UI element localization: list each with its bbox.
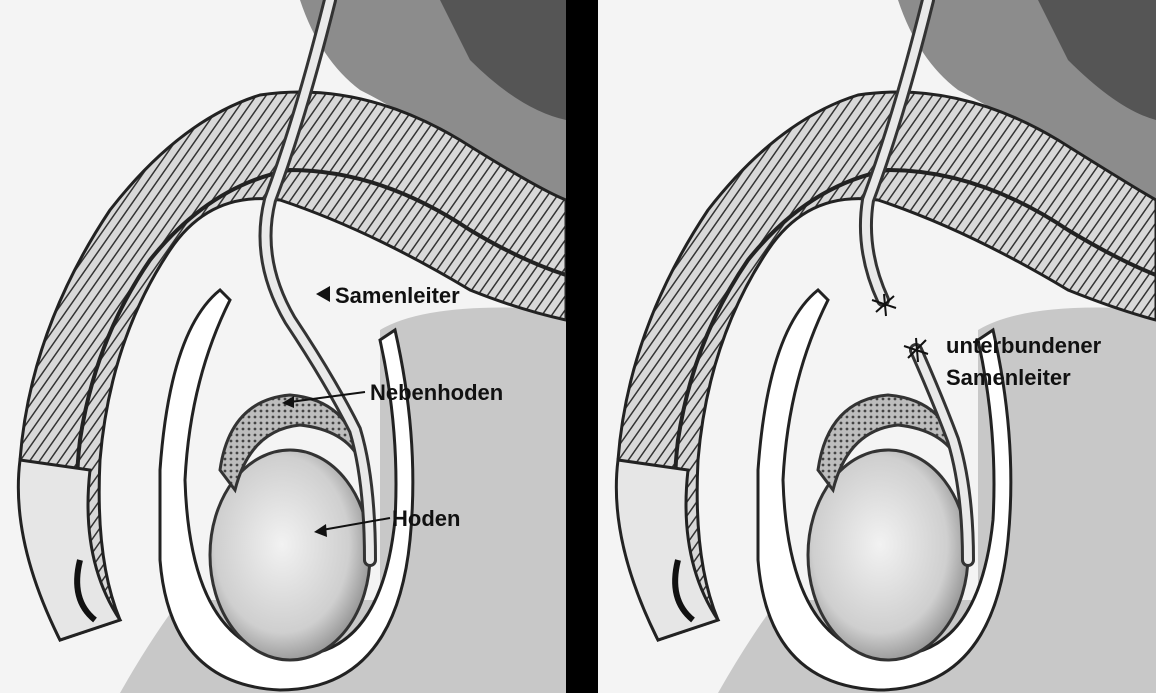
panel-divider xyxy=(566,0,598,693)
left-anatomy-drawing xyxy=(0,0,566,693)
label-ligated-line2: Samenleiter xyxy=(946,365,1071,391)
left-panel-normal-anatomy: Samenleiter Nebenhoden Hoden xyxy=(0,0,566,693)
right-panel-vasectomy: unterbundener Samenleiter xyxy=(598,0,1156,693)
label-ligated-line1: unterbundener xyxy=(946,333,1101,359)
label-testis: Hoden xyxy=(392,506,460,532)
label-vas-deferens: Samenleiter xyxy=(335,283,460,309)
label-epididymis: Nebenhoden xyxy=(370,380,503,406)
